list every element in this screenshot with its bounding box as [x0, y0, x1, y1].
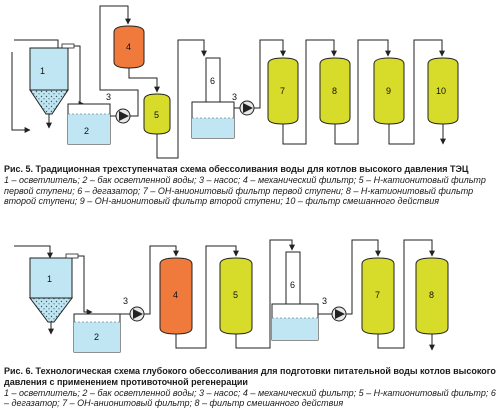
- d1-oh-anion-1: 7: [267, 57, 299, 125]
- d2-label-3b: 3: [322, 296, 327, 306]
- d2-overflow-pipe: [78, 255, 93, 315]
- d1-pipe-8-to-9: [334, 39, 391, 145]
- d1-label-7: 7: [280, 86, 285, 96]
- d1-label-5: 5: [154, 110, 159, 120]
- d2-pipe-4-to-5: [175, 245, 239, 349]
- d1-mech-filter: 4: [113, 25, 145, 69]
- d1-pipe-mech-to-5: [128, 68, 160, 93]
- d2-pipe-to-4: [144, 245, 179, 315]
- diagram-1: 1 2 3 4 5: [11, 5, 459, 159]
- d2-pump-1: 3: [120, 296, 145, 322]
- figure-6-caption: Рис. 6. Технологическая схема глубокого …: [4, 366, 498, 409]
- diagram-2: 1 2 3 4 5: [14, 239, 449, 353]
- figure-6-title: Рис. 6. Технологическая схема глубокого …: [4, 366, 496, 387]
- d1-label-1: 1: [40, 66, 45, 76]
- d1-pipe-to-mech: [99, 5, 139, 117]
- d1-label-3a: 3: [106, 92, 111, 102]
- d2-degasser: 6: [271, 251, 319, 341]
- d2-mixed-filter: 8: [415, 257, 449, 335]
- d2-clarifier: 1: [29, 253, 79, 335]
- d2-inlet-pipe: [14, 245, 53, 259]
- d1-pipe-5-to-degasser: [156, 39, 207, 159]
- d2-mech-filter: 4: [159, 257, 193, 335]
- d2-label-3a: 3: [123, 296, 128, 306]
- d1-label-3b: 3: [232, 92, 237, 102]
- d2-oh-anion: 7: [361, 257, 395, 335]
- d1-h-cation-2: 8: [319, 57, 351, 125]
- d2-label-2: 2: [94, 332, 99, 342]
- d1-mixed-filter: 10: [427, 57, 459, 125]
- figure-5-legend: 1 – осветлитель; 2 – бак осветленной вод…: [4, 174, 486, 207]
- d1-pump-2: 3: [232, 92, 255, 116]
- d1-overflow-pipe: [74, 45, 85, 107]
- d1-degasser: 6: [191, 57, 235, 139]
- d1-clarifier: 1: [29, 43, 75, 129]
- d1-label-4: 4: [126, 42, 131, 52]
- d2-label-1: 1: [47, 274, 52, 284]
- d1-oh-anion-2: 9: [373, 57, 405, 125]
- d1-label-8: 8: [332, 86, 337, 96]
- figure-6-legend: 1 – осветлитель; 2 – бак осветленной вод…: [4, 387, 496, 409]
- d2-label-6: 6: [290, 280, 295, 290]
- d2-label-8: 8: [429, 290, 434, 300]
- d1-label-9: 9: [386, 86, 391, 96]
- figure-5-title: Рис. 5. Традиционная трехступенчатая схе…: [4, 164, 469, 174]
- d1-label-2: 2: [84, 126, 89, 136]
- d1-inlet-pipe: [11, 52, 31, 133]
- d1-pipe-pump-to-7: [254, 39, 286, 109]
- d2-tank: 2: [73, 313, 121, 353]
- figure-5-caption: Рис. 5. Традиционная трехступенчатая схе…: [4, 164, 498, 207]
- d1-h-cation-1: 5: [143, 93, 171, 135]
- d2-pipe-pump-to-7: [346, 239, 381, 315]
- d1-label-10: 10: [436, 86, 446, 96]
- d2-label-5: 5: [233, 290, 238, 300]
- d2-label-4: 4: [173, 290, 178, 300]
- d2-label-7: 7: [375, 290, 380, 300]
- d1-pipe-7-to-8: [282, 39, 337, 145]
- d2-h-cation: 5: [219, 257, 253, 335]
- d1-pipe-9-to-10: [388, 39, 445, 145]
- d1-label-6: 6: [210, 76, 215, 86]
- d2-pipe-5-to-degasser: [235, 239, 295, 349]
- d2-pump-2: 3: [318, 296, 347, 322]
- d1-tank: 2: [67, 103, 111, 145]
- d2-pipe-7-to-8: [377, 239, 435, 349]
